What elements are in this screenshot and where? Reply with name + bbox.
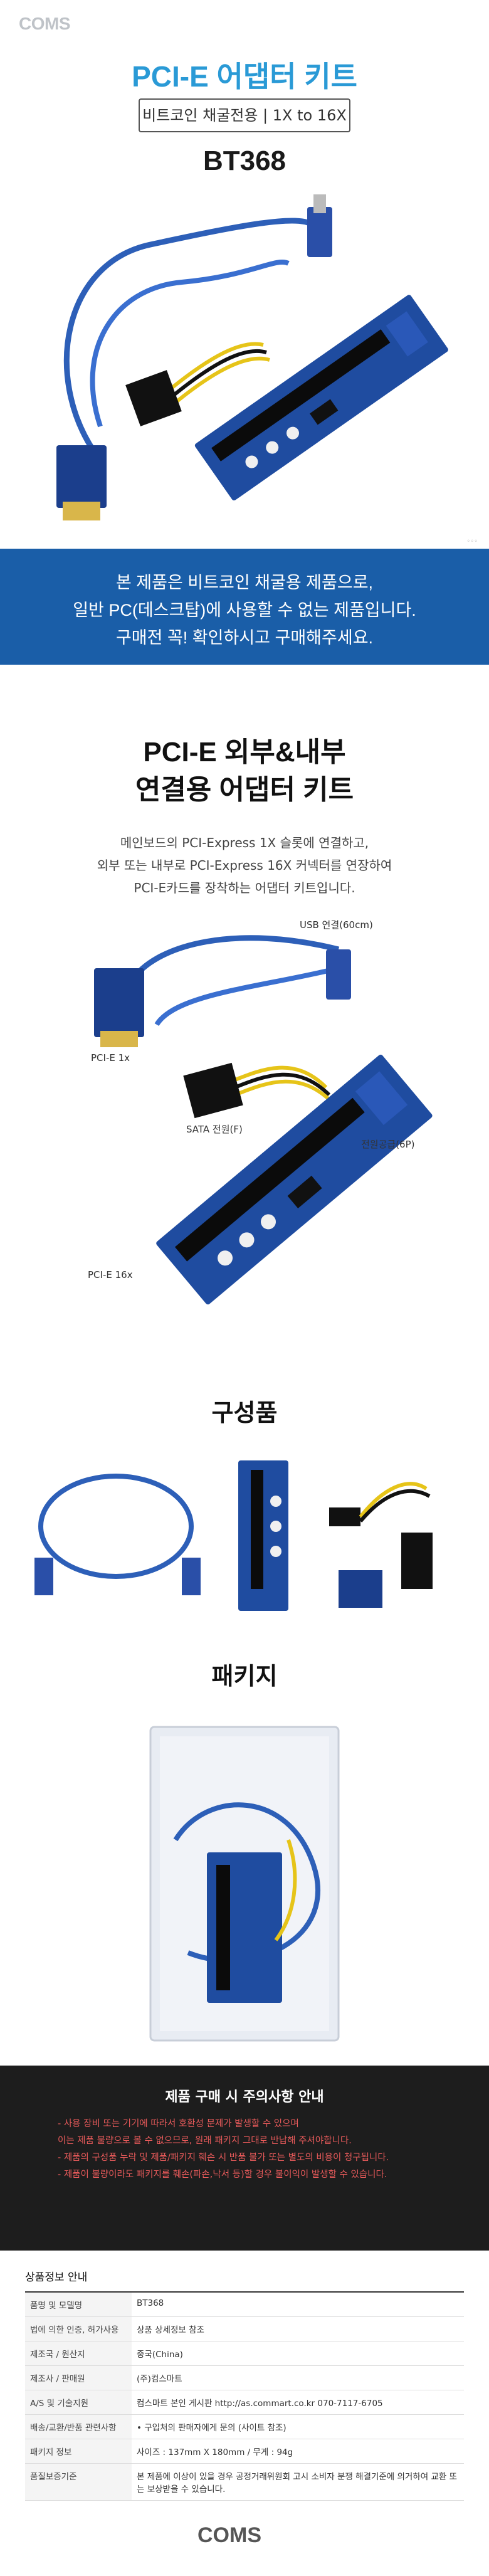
section-title-line-1: PCI-E 외부&내부 xyxy=(143,737,346,768)
section-desc-line-1: 메인보드의 PCI-Express 1X 슬롯에 연결하고, xyxy=(120,835,369,850)
footer-brand-logo: COMS xyxy=(197,2523,261,2547)
row-key: 법에 의한 인증, 허가사용 xyxy=(25,2316,132,2341)
section-desc-line-3: PCI-E카드를 장착하는 어댑터 키트입니다. xyxy=(134,880,355,895)
banner-line-1: 본 제품은 비트코인 채굴용 제품으로, xyxy=(115,573,374,592)
notice-title: 제품 구매 시 주의사항 안내 xyxy=(165,2089,324,2105)
row-key: 품질보증기준 xyxy=(25,2463,132,2501)
row-key: 패키지 정보 xyxy=(25,2439,132,2464)
banner-line-3: 구매전 꼭! 확인하시고 구매해주세요. xyxy=(115,628,374,647)
package-image xyxy=(0,1714,489,2066)
product-subtitle: 비트코인 채굴전용 | 1X to 16X xyxy=(139,98,350,132)
row-key: A/S 및 기술지원 xyxy=(25,2390,132,2415)
row-key: 제조사 / 판매원 xyxy=(25,2365,132,2390)
notice-item: 이는 제품 불량으로 볼 수 없으므로, 원래 패키지 그대로 반납해 주셔야합… xyxy=(58,2136,352,2146)
footer: COMS xyxy=(0,2501,489,2576)
components-image xyxy=(0,1451,489,1620)
package-section: 패키지 xyxy=(0,1620,489,2066)
row-value: 중국(China) xyxy=(132,2341,464,2366)
notice-item: - 제품이 불량이라도 패키지를 훼손(파손,낙서 등)할 경우 불이익이 발생… xyxy=(58,2170,387,2180)
label-usb: USB 연결(60cm) xyxy=(300,919,373,931)
brand-logo: COMS xyxy=(19,14,71,33)
notice-list: - 사용 장비 또는 기기에 따라서 호환성 문제가 발생할 수 있으며 이는 … xyxy=(58,2116,389,2183)
notice-item: - 제품의 구성품 누락 및 제품/패키지 훼손 시 반품 불가 또는 별도의 … xyxy=(58,2153,389,2163)
row-value: • 구입처의 판매자에게 문의 (사이트 참조) xyxy=(132,2414,464,2439)
section-title-line-2: 연결용 어댑터 키트 xyxy=(135,774,354,805)
purchase-notice: 제품 구매 시 주의사항 안내 - 사용 장비 또는 기기에 따라서 호환성 문… xyxy=(0,2066,489,2251)
hero-section: COMS PCI-E 어댑터 키트 비트코인 채굴전용 | 1X to 16X … xyxy=(0,0,489,549)
label-sata: SATA 전원(F) xyxy=(186,1124,243,1135)
product-title: PCI-E 어댑터 키트 xyxy=(132,60,357,93)
table-row: 배송/교환/반품 관련사항• 구입처의 판매자에게 문의 (사이트 참조) xyxy=(25,2414,464,2439)
row-key: 배송/교환/반품 관련사항 xyxy=(25,2414,132,2439)
label-power: 전원공급(6P) xyxy=(361,1139,415,1150)
warning-banner: 본 제품은 비트코인 채굴용 제품으로, 일반 PC(데스크탑)에 사용할 수 … xyxy=(0,549,489,665)
product-info-title: 상품정보 안내 xyxy=(25,2268,464,2293)
label-pcie-16x: PCI-E 16x xyxy=(88,1269,133,1280)
row-value: (주)컴스마트 xyxy=(132,2365,464,2390)
section-desc-line-2: 외부 또는 내부로 PCI-Express 16X 커넥터를 연장하여 xyxy=(97,858,392,873)
connection-diagram: USB 연결(60cm) PCI-E 1x SATA 전원(F) 전원공급(6P… xyxy=(0,899,489,1338)
adapter-kit-section: PCI-E 외부&내부 연결용 어댑터 키트 메인보드의 PCI-Express… xyxy=(0,665,489,1338)
row-value: 본 제품에 이상이 있을 경우 공정거래위원회 고시 소비자 분쟁 해결기준에 … xyxy=(132,2463,464,2501)
image-watermark: ◦◦◦ xyxy=(466,538,478,545)
table-row: 제조사 / 판매원(주)컴스마트 xyxy=(25,2365,464,2390)
row-value: 컴스마트 본인 게시판 http://as.commart.co.kr 070-… xyxy=(132,2390,464,2415)
label-pcie-1x: PCI-E 1x xyxy=(91,1052,130,1064)
banner-line-2: 일반 PC(데스크탑)에 사용할 수 없는 제품입니다. xyxy=(73,601,416,620)
row-key: 제조국 / 원산지 xyxy=(25,2341,132,2366)
diagram-image xyxy=(94,935,433,1305)
notice-item: - 사용 장비 또는 기기에 따라서 호환성 문제가 발생할 수 있으며 xyxy=(58,2119,299,2129)
model-number: BT368 xyxy=(202,145,287,176)
row-key: 품명 및 모델명 xyxy=(25,2293,132,2317)
components-title: 구성품 xyxy=(211,1400,278,1427)
row-value: 사이즈 : 137mm X 180mm / 무게 : 94g xyxy=(132,2439,464,2464)
package-title: 패키지 xyxy=(211,1664,278,1690)
product-hero-image xyxy=(56,194,448,520)
row-value: BT368 xyxy=(132,2293,464,2317)
row-value: 상품 상세정보 참조 xyxy=(132,2316,464,2341)
components-section: 구성품 xyxy=(0,1338,489,1620)
